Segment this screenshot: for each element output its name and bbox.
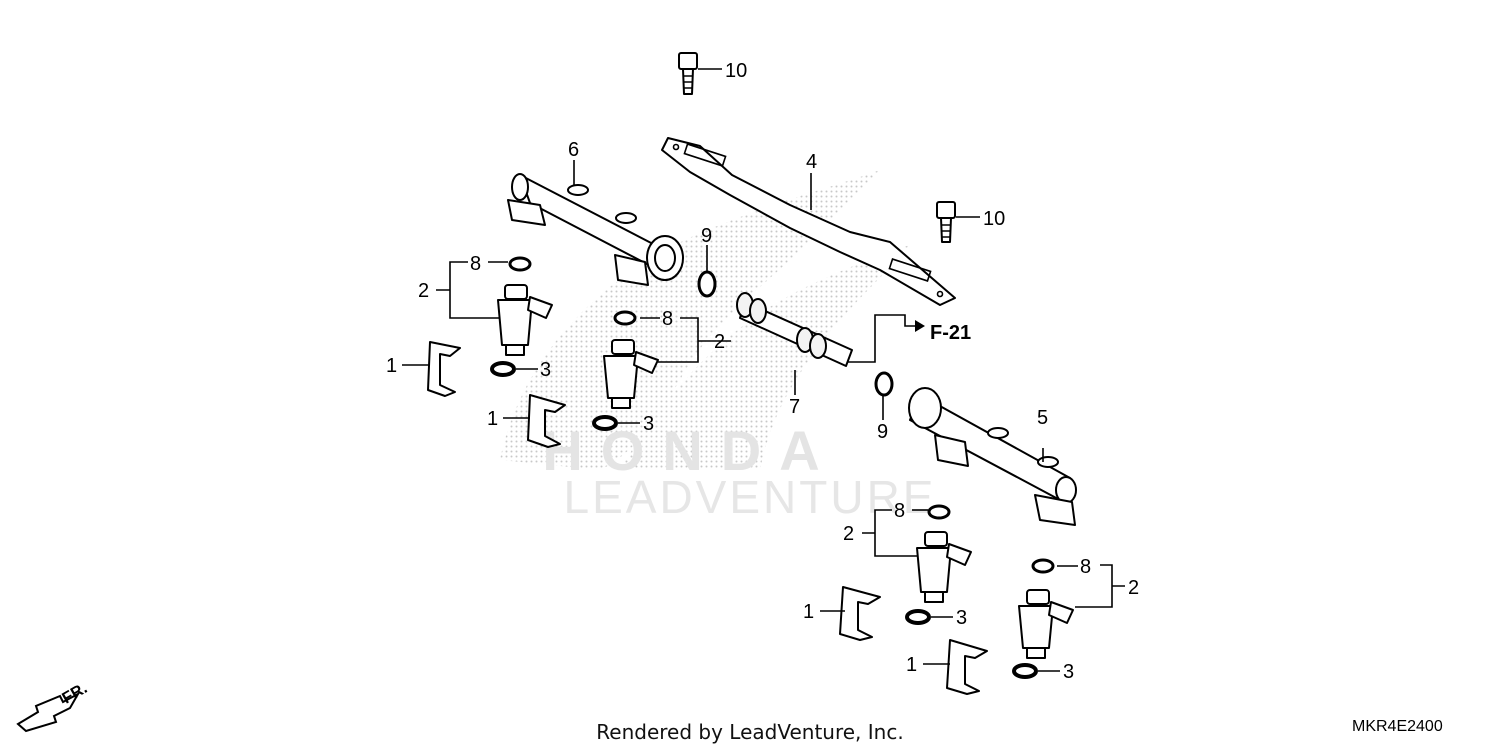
callout-2-a: 2: [418, 280, 429, 302]
front-direction-arrow-icon: [16, 691, 81, 733]
callout-8-c: 8: [894, 500, 905, 522]
callout-7: 7: [789, 396, 800, 418]
callout-3-c: 3: [956, 607, 967, 629]
reference-f21[interactable]: F-21: [930, 322, 971, 344]
injector-1[interactable]: [497, 284, 553, 356]
mounting-stay[interactable]: [661, 137, 956, 306]
callout-1-d: 1: [906, 654, 917, 676]
callout-10-upper: 10: [725, 60, 747, 82]
callout-8-d: 8: [1080, 556, 1091, 578]
injector-clip-a[interactable]: [427, 341, 461, 397]
callout-1-b: 1: [487, 408, 498, 430]
rendered-by-text: Rendered by LeadVenture, Inc.: [596, 720, 903, 744]
honda-watermark-text: HONDA: [542, 419, 837, 482]
injector-4[interactable]: [1018, 589, 1074, 659]
injector-3[interactable]: [916, 531, 972, 603]
injector-2[interactable]: [603, 339, 659, 409]
o-ring-joint-right[interactable]: [874, 371, 894, 397]
injector-clip-c[interactable]: [839, 586, 881, 641]
callout-4: 4: [806, 151, 817, 173]
seal-ring-a[interactable]: [490, 361, 516, 377]
callout-1-a: 1: [386, 355, 397, 377]
callout-1-c: 1: [803, 601, 814, 623]
callout-8-b: 8: [662, 308, 673, 330]
o-ring-joint-left[interactable]: [697, 270, 717, 298]
diagram-code: MKR4E2400: [1352, 718, 1443, 735]
callout-6: 6: [568, 139, 579, 161]
callout-8-a: 8: [470, 253, 481, 275]
o-ring-8-c[interactable]: [927, 504, 951, 520]
seal-ring-b[interactable]: [592, 415, 618, 431]
fuel-pipe-right[interactable]: [908, 387, 1077, 526]
injector-clip-b[interactable]: [527, 394, 566, 448]
callout-3-b: 3: [643, 413, 654, 435]
callout-5: 5: [1037, 407, 1048, 429]
leadventure-watermark-text: LEADVENTURE: [564, 471, 937, 523]
leader-lines: [402, 68, 1125, 672]
callout-9-left: 9: [701, 225, 712, 247]
bolt-lower[interactable]: [936, 201, 956, 243]
honda-wing-watermark: HONDA: [500, 170, 910, 482]
o-ring-8-d[interactable]: [1031, 558, 1055, 574]
callout-2-d: 2: [1128, 577, 1139, 599]
joint-pipe[interactable]: [736, 292, 853, 367]
fuel-pipe-left[interactable]: [507, 173, 684, 286]
seal-ring-d[interactable]: [1012, 663, 1038, 679]
callout-2-c: 2: [843, 523, 854, 545]
callout-10-lower: 10: [983, 208, 1005, 230]
callout-3-d: 3: [1063, 661, 1074, 683]
callout-9-right: 9: [877, 421, 888, 443]
o-ring-8-a[interactable]: [508, 256, 532, 272]
seal-ring-c[interactable]: [905, 609, 931, 625]
callout-2-b: 2: [714, 331, 725, 353]
o-ring-8-b[interactable]: [613, 310, 637, 326]
bolt-upper[interactable]: [678, 52, 698, 95]
injector-clip-d[interactable]: [946, 639, 988, 695]
callout-3-a: 3: [540, 359, 551, 381]
